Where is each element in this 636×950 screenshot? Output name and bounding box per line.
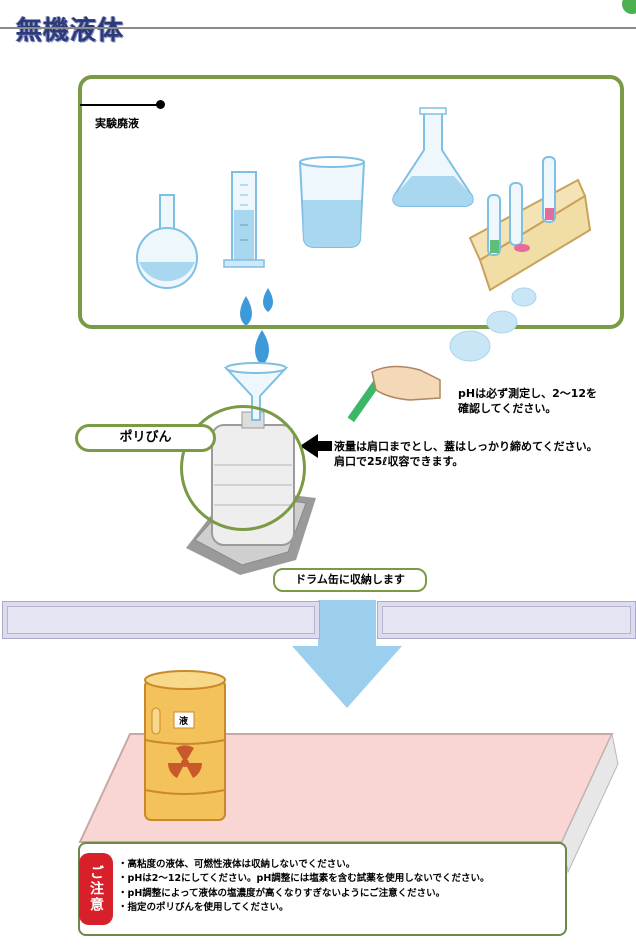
hand-ph-strip-icon (347, 365, 441, 423)
caution-item: pH調整によって液体の塩濃度が高くなりすぎないようにご注意ください。 (118, 887, 490, 901)
polybottle-circle (180, 405, 306, 531)
ph-note-line-1: pHは必ず測定し、2〜12を (458, 387, 598, 400)
beaker-icon (298, 156, 366, 248)
graduated-cylinder-icon (223, 171, 265, 268)
band-left (2, 601, 320, 639)
round-flask-icon (136, 194, 198, 289)
title-rule (0, 27, 636, 29)
lab-waste-pointer (80, 104, 160, 106)
fill-note-line-2: 肩口で25ℓ収容できます。 (334, 455, 464, 469)
test-tube-rack-icon (468, 156, 592, 292)
radiation-icon (168, 745, 202, 778)
fill-note: 液量は肩口までとし、蓋はしっかり締めてください。 肩口で25ℓ収容できます。 (334, 439, 598, 470)
ph-note: pHは必ず測定し、2〜12を 確認してください。 (458, 387, 597, 417)
lab-waste-pointer-dot (156, 100, 165, 109)
fill-note-line-1: 液量は肩口までとし、蓋はしっかり締めてください。 (334, 440, 598, 453)
caution-item: 指定のポリびんを使用してください。 (118, 901, 490, 915)
thought-cloud (449, 287, 537, 362)
arrow-left-icon (300, 434, 332, 458)
drum-char-label: 液 (179, 715, 189, 727)
caution-badge: ご注意 (79, 853, 113, 925)
ph-note-line-2: 確認してください。 (458, 401, 557, 415)
water-drop-icon (240, 288, 273, 366)
caution-list: 高粘度の液体、可燃性液体は収納しないでください。 pHは2〜12にしてください。… (118, 858, 490, 915)
polybottle-label: ポリびん (75, 424, 216, 452)
page-title: 無機液体 (16, 16, 125, 46)
caution-item: pHは2〜12にしてください。pH調整には塩素を含む試薬を使用しないでください。 (118, 872, 490, 886)
erlenmeyer-flask-icon (392, 107, 474, 207)
lab-waste-label: 実験廃液 (95, 117, 139, 130)
caution-item: 高粘度の液体、可燃性液体は収納しないでください。 (118, 858, 490, 872)
drum-storage-label: ドラム缶に収納します (273, 568, 427, 592)
band-right (377, 601, 636, 639)
corner-decoration (622, 0, 636, 14)
